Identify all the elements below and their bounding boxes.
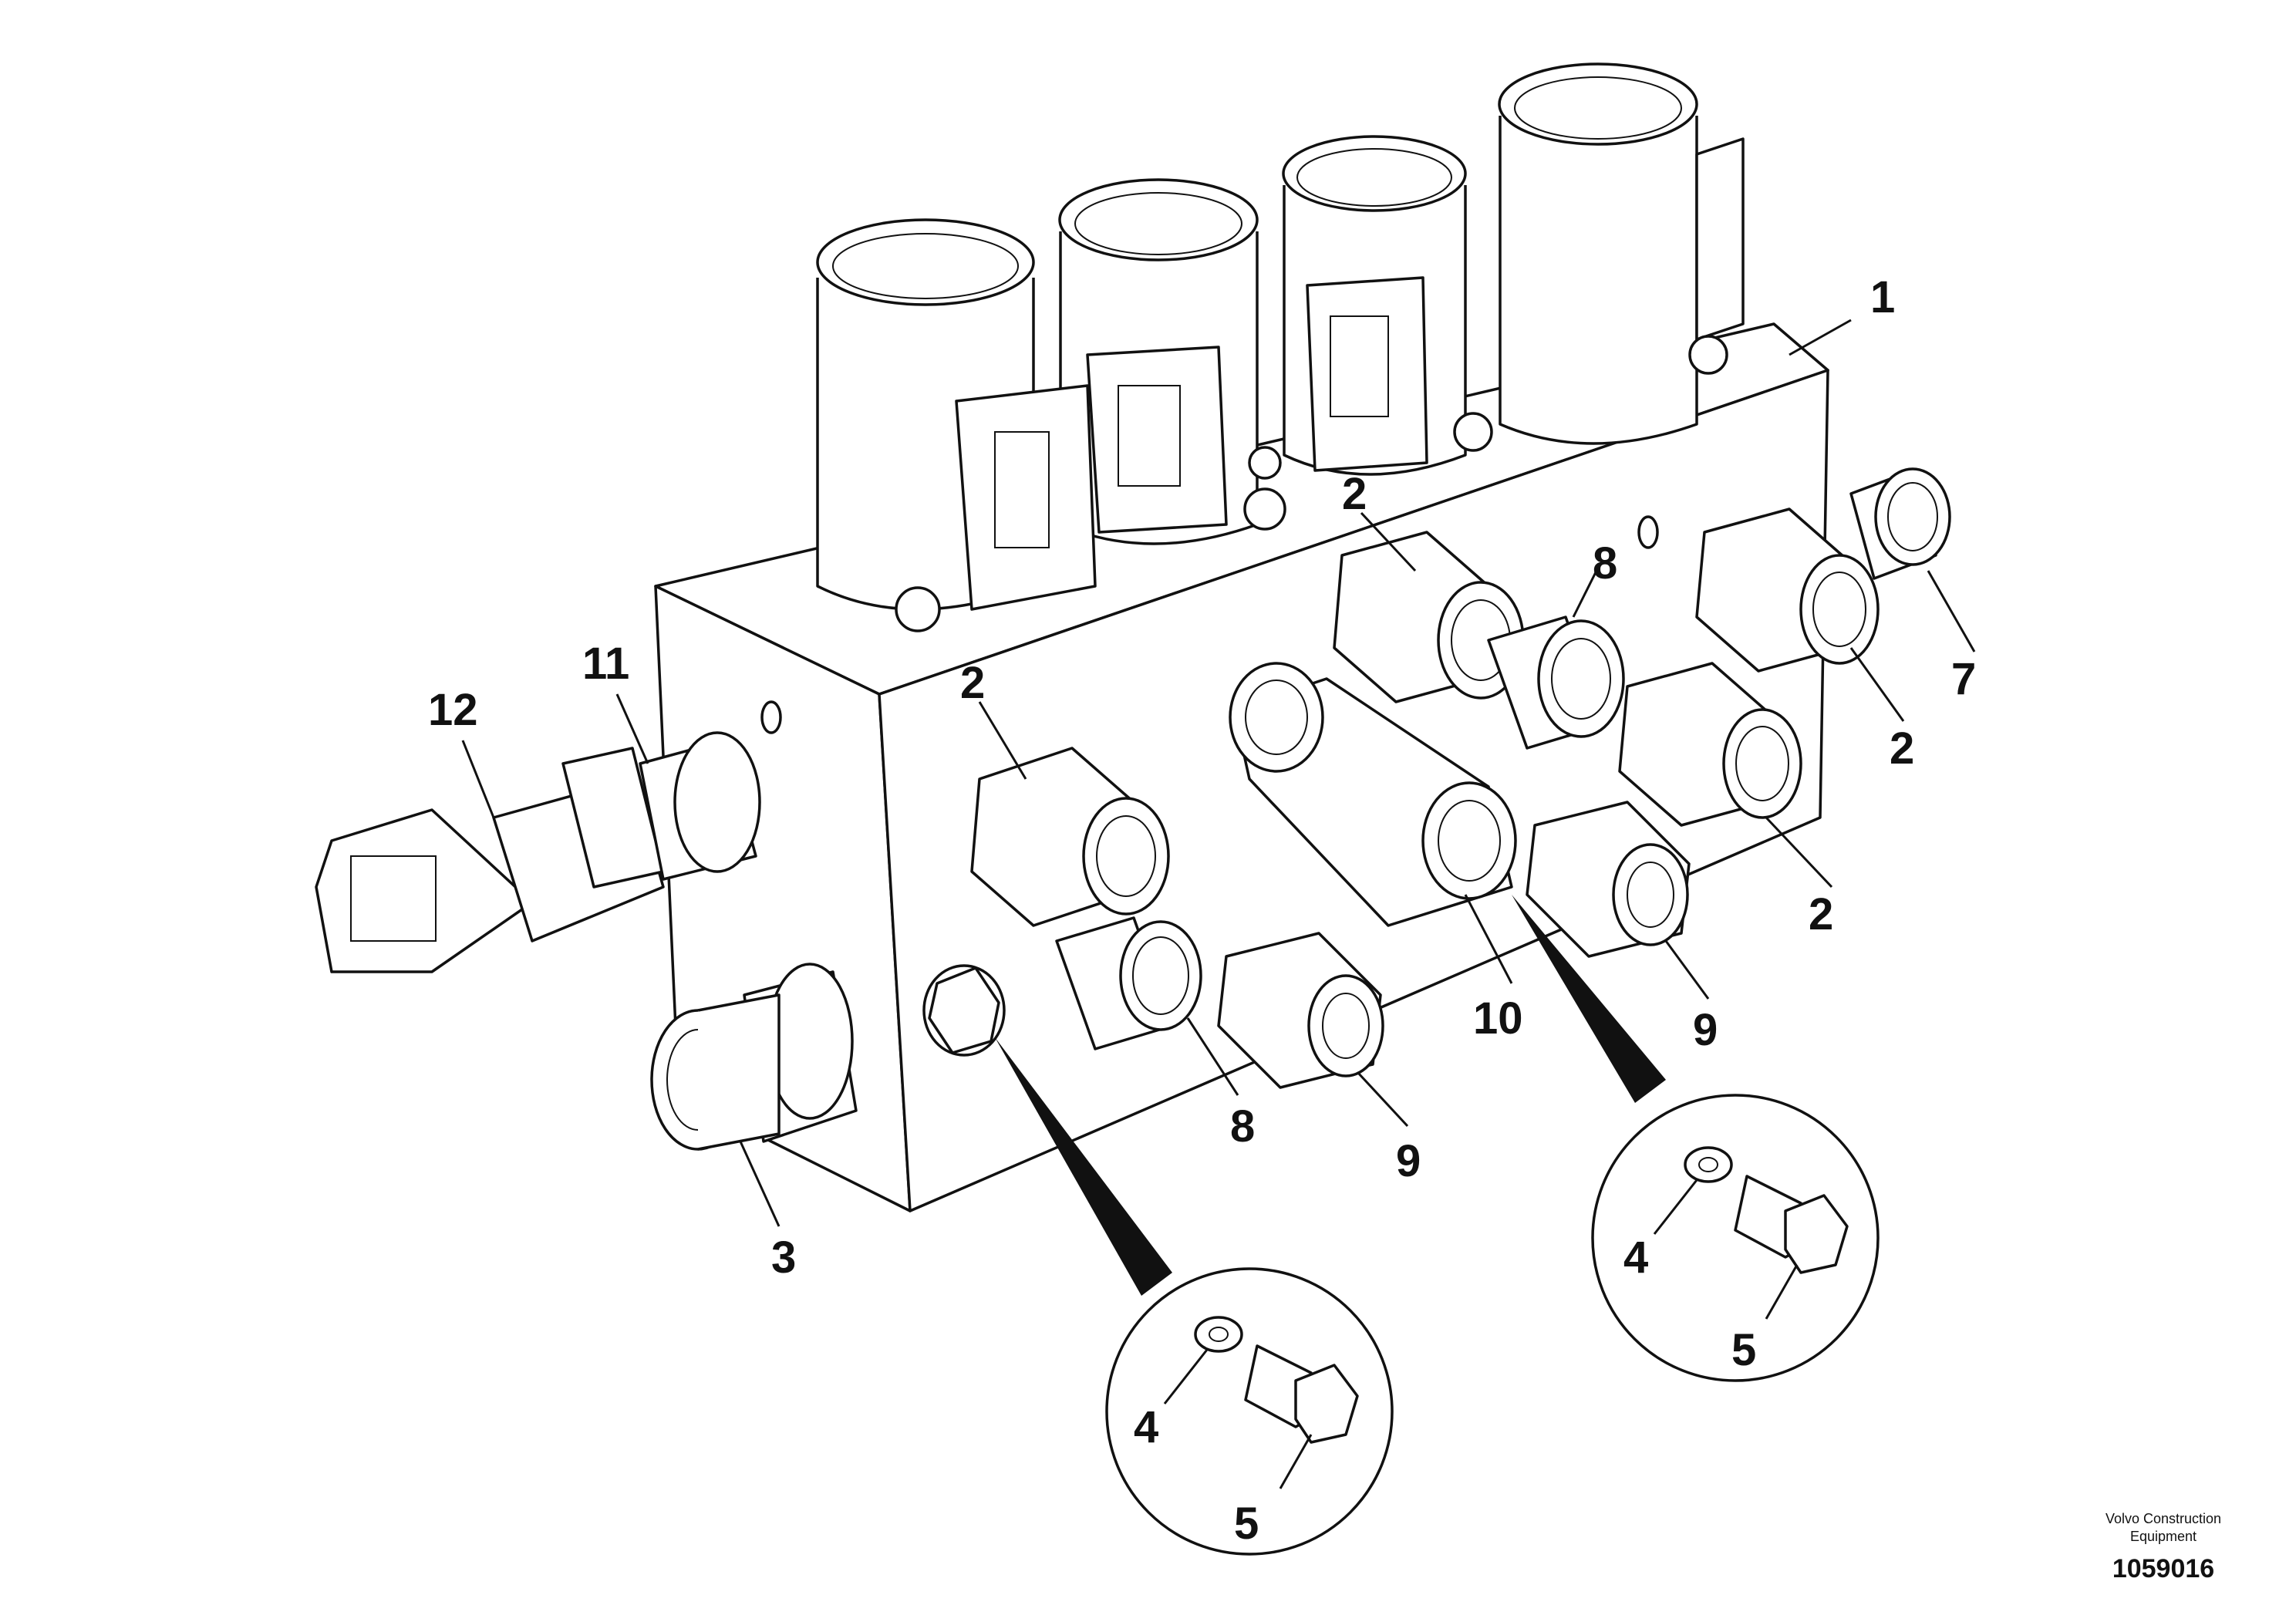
callout-7: 7 <box>1951 654 1976 704</box>
adapter-8b <box>1487 615 1625 750</box>
hex-fitting-2c <box>1695 508 1880 673</box>
solenoid-coil-4 <box>1498 62 1745 445</box>
pressure-sensor <box>315 731 761 973</box>
callout-9-right: 9 <box>1693 1005 1718 1055</box>
callout-2-left: 2 <box>960 658 985 708</box>
callout-2-top: 2 <box>1342 469 1367 519</box>
callout-labels: 1 2 2 2 2 3 4 4 5 5 7 8 8 9 9 10 11 12 <box>428 272 1976 1549</box>
callout-1: 1 <box>1870 272 1895 322</box>
solenoid-connector-1 <box>955 384 1097 611</box>
coupling-9a <box>1217 932 1384 1089</box>
credit-block: Volvo Construction Equipment 1059016 <box>2106 1511 2221 1583</box>
detail-circle-left <box>1105 1267 1394 1556</box>
tee-fitting-10 <box>1229 662 1517 927</box>
callout-10: 10 <box>1473 993 1523 1044</box>
figure-code: 1059016 <box>2112 1554 2214 1583</box>
detail-pointer-right <box>1512 895 1666 1103</box>
callout-3: 3 <box>771 1233 796 1283</box>
callout-9-lower: 9 <box>1396 1136 1421 1186</box>
callout-12: 12 <box>428 685 478 735</box>
callout-8-lower: 8 <box>1230 1101 1255 1152</box>
cap-part-7 <box>1849 467 1951 580</box>
adapter-8a <box>1055 916 1202 1050</box>
callout-8-upper: 8 <box>1593 538 1617 588</box>
hex-fitting-2d <box>1618 662 1802 827</box>
hex-fitting-2a <box>970 747 1170 927</box>
callout-4-right: 4 <box>1623 1233 1648 1283</box>
callout-5-right: 5 <box>1731 1325 1756 1375</box>
credit-line-1: Volvo Construction <box>2106 1511 2221 1526</box>
credit-line-2: Equipment <box>2130 1529 2197 1544</box>
leader-lines <box>461 319 1976 1489</box>
plug-bolt <box>922 964 1006 1057</box>
callout-5-left: 5 <box>1234 1499 1259 1549</box>
callout-11: 11 <box>582 639 629 689</box>
callout-2-right-upper: 2 <box>1890 723 1914 774</box>
solenoid-connector-2 <box>1086 346 1228 534</box>
detail-circle-right <box>1591 1094 1880 1382</box>
detail-pointer-left <box>995 1037 1172 1296</box>
top-bolts <box>895 335 1728 632</box>
callout-2-right-lower: 2 <box>1809 889 1833 939</box>
fitting-part-3 <box>650 963 858 1151</box>
callout-4-left: 4 <box>1134 1402 1158 1452</box>
coupling-9b <box>1526 801 1691 958</box>
port-hole-top <box>1637 515 1659 549</box>
solenoid-connector-3 <box>1306 276 1428 472</box>
port-hole-left <box>760 700 782 734</box>
